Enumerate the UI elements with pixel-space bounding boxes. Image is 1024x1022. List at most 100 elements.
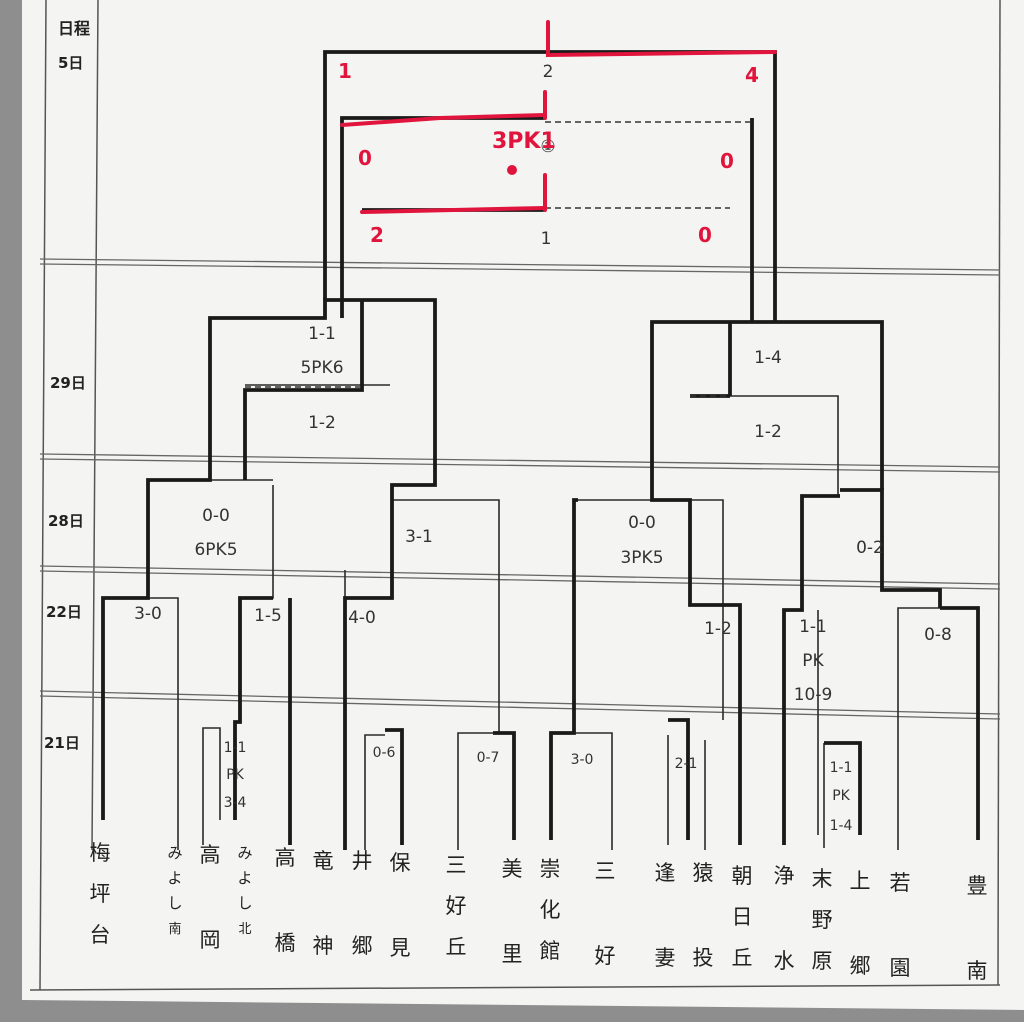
school-name-char: 若: [890, 871, 911, 895]
school-name-char: 北: [238, 922, 251, 937]
score-label: 4-0: [348, 608, 376, 628]
handwritten-mark: 1: [338, 59, 352, 83]
right-border-line: [997, 0, 1001, 986]
score-label: 0-0: [628, 513, 656, 533]
final-score-b: ①: [540, 137, 555, 157]
round-label-29: 29日: [50, 374, 86, 392]
score-label: 1-4: [754, 348, 782, 368]
score-label: PK: [226, 767, 244, 783]
round22-scores: 3-0 1-5 4-0 1-2 1-1 PK 10-9 0-8: [134, 604, 952, 705]
school-name-char: 台: [90, 923, 111, 947]
school-name-char: 化: [540, 898, 561, 922]
handwritten-mark: 0: [358, 146, 372, 170]
school-name-char: よ: [237, 869, 252, 887]
school-name-char: 橋: [275, 931, 296, 955]
final-score-c: 1: [541, 229, 552, 249]
table-frame: [29, 0, 1001, 991]
score-label: 6PK5: [194, 540, 237, 560]
school-name-char: し: [237, 894, 252, 912]
bottom-border-line: [29, 984, 1001, 991]
school-name-char: 猿: [693, 861, 714, 885]
school-name-char: 郷: [850, 954, 871, 978]
score-label: 1-1: [308, 324, 336, 344]
school-name-char: 末: [812, 867, 833, 891]
school-name-char: 郷: [352, 934, 373, 958]
score-label: 2-1: [675, 756, 698, 772]
handwritten-mark: 2: [370, 223, 384, 247]
round-dividers: [39, 258, 1001, 720]
final-score-a: 2: [543, 62, 554, 82]
school-name-char: よ: [167, 869, 182, 887]
school-name-char: 崇: [540, 857, 561, 881]
handwritten-mark: 3PK1: [492, 129, 556, 154]
school-name-char: 原: [812, 949, 833, 973]
score-label: 1-1: [799, 617, 827, 637]
schedule-column-line: [91, 0, 99, 851]
school-name-char: 保: [390, 851, 411, 875]
left-border-line: [39, 0, 47, 991]
school-name-char: 園: [890, 956, 911, 980]
round-label-5: 5日: [58, 54, 83, 72]
score-label: 3-0: [134, 604, 162, 624]
school-name-char: 浄: [774, 864, 795, 888]
round-label-22: 22日: [46, 603, 82, 621]
score-label: 5PK6: [300, 358, 343, 378]
school-name-char: 丘: [732, 946, 753, 970]
score-label: 3-4: [224, 795, 247, 811]
school-name-char: 三: [595, 859, 616, 883]
round28-scores: 0-0 6PK5 3-1 0-0 3PK5 0-2: [194, 506, 883, 568]
school-name-char: 丘: [446, 935, 467, 959]
school-name-char: 日: [732, 905, 753, 929]
school-name-char: 竜: [313, 849, 334, 873]
school-name-char: 高: [200, 843, 221, 867]
round-label-21: 21日: [44, 734, 80, 752]
score-label: 0-2: [856, 538, 884, 558]
school-name-char: 上: [850, 869, 871, 893]
school-name-char: 梅: [90, 841, 111, 865]
score-label: PK: [802, 651, 824, 671]
school-names: 梅坪台みよし南高岡みよし北高橋竜神井郷保見三好丘美里崇化館三好逢妻猿投朝日丘浄水…: [90, 841, 988, 983]
round29-scores: 1-1 5PK6 1-2 1-4 1-2: [300, 324, 781, 442]
red-pen-marks: [340, 20, 777, 214]
school-name-char: 逢: [655, 861, 676, 885]
school-name-char: 豊: [967, 874, 988, 898]
score-label: PK: [832, 788, 850, 804]
school-name-char: 岡: [200, 928, 221, 952]
score-label: 1-2: [754, 422, 782, 442]
school-name-char: 投: [693, 946, 714, 970]
school-name-char: 坪: [90, 882, 111, 906]
handwritten-marks: 1 4 0 3PK1 0 2 0: [338, 59, 759, 247]
school-name-char: 神: [313, 934, 334, 958]
score-label: 1-1: [830, 760, 853, 776]
score-label: 1-1: [224, 740, 247, 756]
school-name-char: 南: [967, 959, 988, 983]
school-name-char: 妻: [655, 946, 676, 970]
school-name-char: 館: [540, 939, 561, 963]
score-label: 10-9: [794, 685, 833, 705]
handwritten-mark: 0: [698, 223, 712, 247]
school-name-char: 好: [595, 944, 616, 968]
round-label-28: 28日: [48, 512, 84, 530]
score-label: 1-5: [254, 606, 282, 626]
pen-dot: [507, 165, 517, 175]
handwritten-mark: 0: [720, 149, 734, 173]
school-name-char: み: [167, 844, 182, 862]
school-name-char: み: [237, 844, 252, 862]
score-label: 3PK5: [620, 548, 663, 568]
round21-scores: 1-1 PK 3-4 0-6 0-7 3-0 2-1 1-1 PK 1-4: [224, 740, 853, 834]
school-name-char: 里: [502, 942, 523, 966]
handwritten-mark: 4: [745, 63, 759, 87]
school-name-char: 朝: [732, 864, 753, 888]
schedule-header: 日程: [58, 19, 90, 38]
score-label: 1-2: [704, 619, 732, 639]
school-name-char: 見: [390, 936, 411, 960]
school-name-char: 水: [774, 949, 795, 973]
dashed-lines: [245, 121, 752, 397]
school-name-char: 三: [446, 853, 467, 877]
score-label: 3-0: [571, 752, 594, 768]
score-label: 0-7: [477, 750, 500, 766]
score-label: 1-4: [830, 818, 853, 834]
score-label: 0-8: [924, 625, 952, 645]
school-name-char: し: [167, 894, 182, 912]
